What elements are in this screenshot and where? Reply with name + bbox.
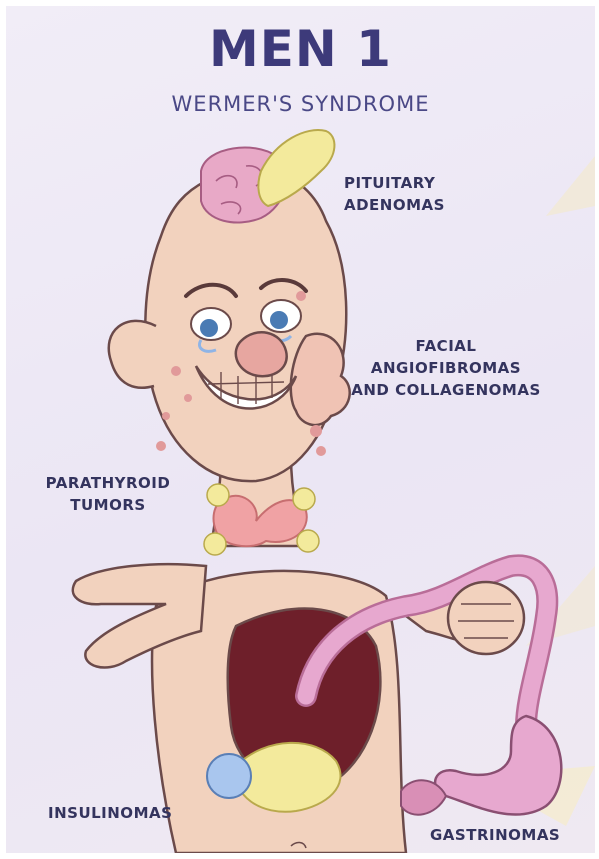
skin-spot — [296, 291, 306, 301]
label-gastrinomas: GASTRINOMAS — [430, 824, 560, 846]
page-title: MEN 1 — [6, 20, 595, 78]
parathyroid-tumor — [204, 533, 226, 555]
skin-spot — [162, 412, 170, 420]
label-facial-angiofibromas: FACIAL ANGIOFIBROMAS AND COLLAGENOMAS — [331, 335, 561, 401]
cartoon-figure — [6, 6, 595, 853]
label-pituitary-adenomas: PITUITARY ADENOMAS — [344, 172, 445, 216]
subtitle: WERMER'S SYNDROME — [6, 92, 595, 116]
skin-spot — [171, 366, 181, 376]
nose — [236, 332, 287, 376]
parathyroid-tumor — [293, 488, 315, 510]
skin-spot — [316, 446, 326, 456]
label-parathyroid-tumors: PARATHYROID TUMORS — [33, 472, 183, 516]
light-ray — [546, 156, 595, 216]
right-hand — [448, 582, 524, 654]
illustration-poster: MEN 1 WERMER'S SYNDROME PITUITARY ADENOM… — [6, 6, 595, 853]
parathyroid-tumor — [297, 530, 319, 552]
parathyroid-tumor — [207, 484, 229, 506]
skin-spot — [310, 425, 322, 437]
skin-spot — [156, 441, 166, 451]
ear — [109, 321, 156, 388]
stomach — [435, 716, 561, 815]
insulinoma — [207, 754, 251, 798]
skin-spot — [184, 394, 192, 402]
left-pupil — [200, 319, 218, 337]
label-insulinomas: INSULINOMAS — [48, 802, 172, 824]
right-pupil — [270, 311, 288, 329]
